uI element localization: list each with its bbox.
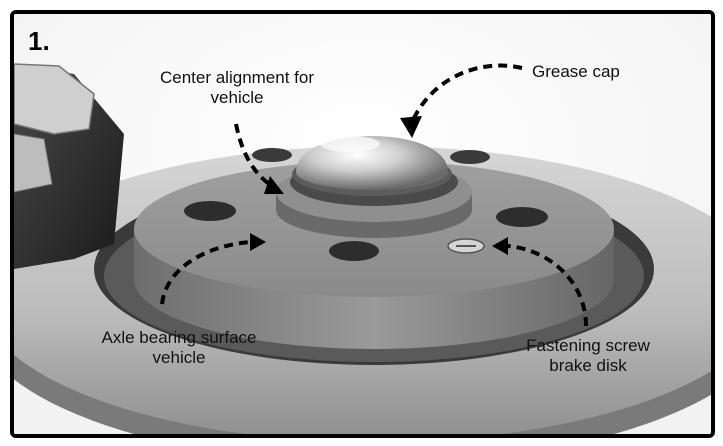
image-frame: 1. Center alignment for vehicle Grease c… <box>10 10 715 438</box>
label-center-alignment-line2: vehicle <box>210 88 264 107</box>
label-grease-cap: Grease cap <box>532 62 632 82</box>
arrow-center-alignment <box>234 123 274 188</box>
grease-cap-highlight <box>320 136 380 152</box>
bolt-hole <box>184 201 236 221</box>
caliper-bracket-lower <box>14 133 53 193</box>
label-grease-cap-line1: Grease cap <box>532 62 620 81</box>
label-fastening-screw: Fastening screw brake disk <box>498 336 678 376</box>
arrowhead-grease-cap <box>400 116 422 138</box>
arrowhead-center-alignment <box>264 176 284 194</box>
bolt-hole <box>329 241 379 261</box>
brake-disk-photo <box>14 14 711 434</box>
arrow-fastening-screw <box>507 244 588 327</box>
label-axle-bearing: Axle bearing surface vehicle <box>84 328 274 368</box>
label-fastening-screw-line2: brake disk <box>549 356 627 375</box>
label-center-alignment: Center alignment for vehicle <box>132 68 342 108</box>
step-number: 1. <box>28 26 50 56</box>
arrow-grease-cap <box>410 63 523 123</box>
arrow-axle-bearing <box>160 240 251 305</box>
label-center-alignment-line1: Center alignment for <box>159 68 315 87</box>
arrowhead-axle-bearing <box>250 233 266 251</box>
caliper-bracket <box>14 63 95 135</box>
bolt-hole <box>252 148 292 162</box>
arrowhead-fastening-screw <box>492 237 508 255</box>
label-axle-bearing-line2: vehicle <box>152 348 206 367</box>
bolt-hole <box>450 150 490 164</box>
bolt-hole <box>496 207 548 227</box>
label-fastening-screw-line1: Fastening screw <box>526 336 650 355</box>
label-axle-bearing-line1: Axle bearing surface <box>101 328 257 347</box>
